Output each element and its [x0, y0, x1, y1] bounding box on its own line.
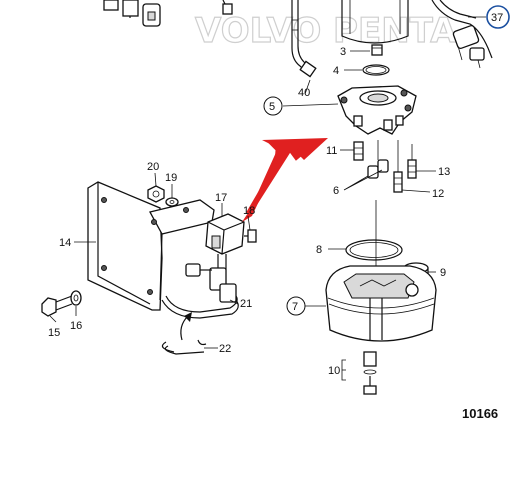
callout-4: 4	[333, 65, 339, 77]
part-18-bolt	[244, 229, 257, 243]
callout-9: 9	[440, 267, 446, 279]
callout-13: 13	[438, 166, 450, 178]
callout-10: 10	[328, 365, 340, 377]
harness-top-right	[431, 0, 493, 69]
callout-8: 8	[316, 244, 322, 256]
part-19-washer	[165, 197, 179, 207]
svg-text:5: 5	[269, 101, 275, 113]
top-connector-group	[103, 0, 233, 27]
part-3-nut	[371, 44, 383, 56]
callout-16: 16	[70, 320, 82, 332]
part-10-drain	[341, 351, 377, 395]
part-7-filter-housing	[325, 265, 437, 342]
callout-40: 40	[298, 87, 310, 99]
part-15-bolt	[41, 295, 73, 317]
callout-5: 5	[263, 96, 283, 116]
svg-text:7: 7	[292, 301, 298, 313]
callout-6: 6	[333, 185, 339, 197]
callout-3: 3	[340, 46, 346, 58]
part-12-fitting	[393, 140, 403, 193]
part-22-clip	[161, 339, 207, 355]
callout-21: 21	[240, 298, 252, 310]
svg-text:37: 37	[491, 12, 503, 24]
part-8-oring	[345, 239, 403, 261]
callout-19: 19	[165, 172, 177, 184]
part-11-fitting	[353, 141, 364, 161]
callout-12: 12	[432, 188, 444, 200]
part-20-nut	[147, 185, 165, 203]
callout-17: 17	[215, 192, 227, 204]
install-arrow	[180, 312, 192, 341]
callout-7: 7	[286, 296, 306, 316]
part-5-filter-head	[337, 85, 417, 135]
leader-lines	[49, 16, 486, 371]
filter-canister	[341, 0, 409, 44]
callout-15: 15	[48, 327, 60, 339]
callout-11: 11	[326, 145, 337, 157]
part-4-oring	[362, 64, 390, 76]
part-14-bracket	[87, 181, 215, 311]
callout-18: 18	[243, 205, 255, 217]
fuel-pipe	[291, 0, 317, 78]
part-17-relay	[205, 213, 245, 255]
part-21-harness	[161, 254, 239, 319]
part-13-fitting	[407, 144, 417, 179]
callout-22: 22	[219, 343, 231, 355]
callout-20: 20	[147, 161, 159, 173]
part-16-washer	[70, 290, 82, 306]
callout-37: 37	[486, 5, 510, 29]
drawing-number: 10166	[462, 406, 498, 421]
watermark: VOLVO PENTA	[195, 11, 457, 51]
callout-14: 14	[59, 237, 71, 249]
